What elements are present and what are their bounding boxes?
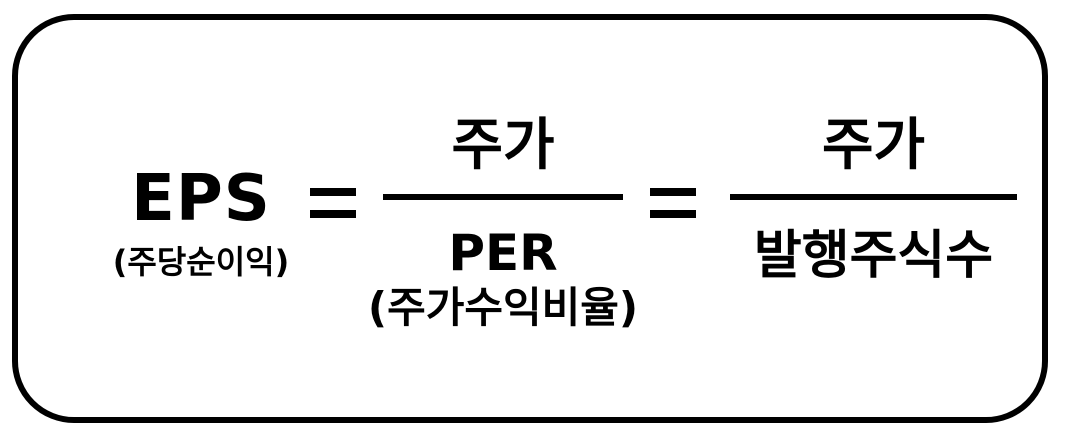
fraction1-denominator-korean: (주가수익비율) [367,283,639,332]
equals-sign-2-top-bar [650,188,696,196]
fraction2-denominator: 발행주식수 [753,226,994,286]
fraction1-divider [383,194,623,200]
formula-box [12,14,1048,423]
eps-korean-label: (주당순이익) [112,243,290,281]
eps-label: EPS [131,162,271,236]
equals-sign-1-bottom-bar [310,210,356,218]
fraction1-numerator: 주가 [451,113,555,178]
equals-sign-2-bottom-bar [650,210,696,218]
equals-sign-1-top-bar [310,188,356,196]
fraction1-denominator: PER [448,224,558,282]
fraction2-divider [730,194,1017,200]
fraction2-numerator: 주가 [821,113,926,178]
